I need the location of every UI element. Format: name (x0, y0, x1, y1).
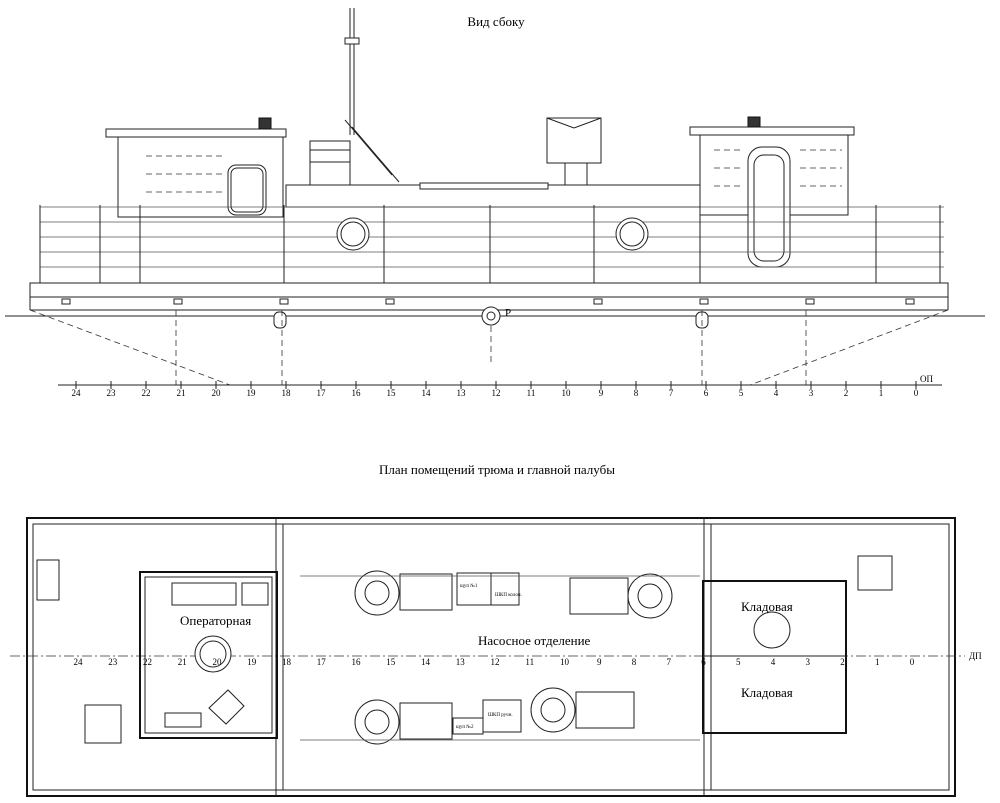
side-frame-label: 9 (599, 388, 604, 398)
plan-frame-label: 2 (840, 657, 845, 667)
plan-frame-label: 18 (282, 657, 292, 667)
baseline-scale: ОП (58, 374, 942, 386)
side-frame-label: 15 (387, 388, 397, 398)
label-valve-panel-1: ШКП колон. (495, 593, 522, 598)
baseline-label: ОП (920, 374, 933, 384)
side-frame-label: 23 (107, 388, 117, 398)
label-probe-1: щуп №1 (460, 583, 478, 589)
plan-frame-label: 5 (736, 657, 741, 667)
plan-hatches (36, 555, 893, 744)
storeroom-lower-label: Кладовая (741, 685, 793, 700)
plan-frame-label: 15 (386, 657, 396, 667)
side-frame-label: 19 (247, 388, 257, 398)
side-frame-label: 4 (774, 388, 779, 398)
pump-room-label: Насосное отделение (478, 633, 591, 648)
storerooms: Кладовая Кладовая (702, 580, 847, 734)
side-frame-label: 13 (457, 388, 467, 398)
side-frame-label: 6 (704, 388, 709, 398)
side-frame-label: 8 (634, 388, 639, 398)
plan-frame-label: 10 (560, 657, 570, 667)
label-probe-2: щуп №2 (456, 724, 474, 730)
plan-frame-label: 6 (701, 657, 706, 667)
side-frame-label: 22 (142, 388, 151, 398)
plan-frame-label: 23 (108, 657, 118, 667)
side-frame-label: 5 (739, 388, 744, 398)
plan-frame-label: 11 (525, 657, 534, 667)
plan-frame-label: 9 (597, 657, 602, 667)
fore-deckhouse (689, 116, 855, 268)
label-valve-panel-2: ШКП ручн. (488, 713, 513, 718)
pump-4 (530, 687, 635, 733)
plan-frame-label: 21 (178, 657, 187, 667)
side-frame-label: 14 (422, 388, 432, 398)
plan-frame-label: 12 (491, 657, 500, 667)
plan-frame-label: 4 (771, 657, 776, 667)
plan-frame-label: 24 (74, 657, 84, 667)
aft-deckhouse (105, 117, 287, 218)
plan-frame-label: 22 (143, 657, 152, 667)
side-view: Вид сбоку (5, 8, 985, 398)
side-frame-label: 24 (72, 388, 82, 398)
waterline-mark: Р (505, 307, 511, 319)
pump-2 (354, 699, 453, 745)
midship-casing (285, 117, 701, 208)
side-frame-label: 11 (527, 388, 536, 398)
plan-frame-label: 3 (806, 657, 811, 667)
side-frame-label: 16 (352, 388, 362, 398)
pump-3 (569, 573, 673, 619)
waterline: Р (5, 306, 985, 362)
plan-view: План помещений трюма и главной палубы ДП… (10, 462, 982, 797)
plan-frame-label: 1 (875, 657, 880, 667)
plan-view-title: План помещений трюма и главной палубы (379, 462, 615, 477)
operator-room: Операторная (139, 571, 278, 739)
centerline-label: ДП (969, 651, 982, 661)
side-frame-label: 0 (914, 388, 919, 398)
plan-frame-label: 20 (213, 657, 223, 667)
pump-1 (354, 570, 453, 616)
plan-frame-label: 0 (910, 657, 915, 667)
hull-bottom (29, 309, 949, 386)
operator-room-label: Операторная (180, 613, 251, 628)
side-view-title: Вид сбоку (467, 14, 525, 29)
side-frame-label: 12 (492, 388, 501, 398)
plan-frame-label: 13 (456, 657, 466, 667)
plan-frame-label: 16 (352, 657, 362, 667)
plan-frame-label: 14 (421, 657, 431, 667)
hull (29, 205, 949, 311)
plan-frame-label: 8 (632, 657, 637, 667)
side-frame-label: 2 (844, 388, 849, 398)
side-frame-label: 20 (212, 388, 222, 398)
plan-frame-label: 19 (247, 657, 257, 667)
pump-room: Насосное отделение щуп №1 ШКП колон. щуп… (300, 570, 700, 745)
side-frame-label: 1 (879, 388, 884, 398)
mast (344, 8, 400, 183)
side-frame-label: 21 (177, 388, 186, 398)
storeroom-upper-label: Кладовая (741, 599, 793, 614)
plan-frame-label: 17 (317, 657, 327, 667)
side-frame-label: 18 (282, 388, 292, 398)
side-frame-label: 17 (317, 388, 327, 398)
side-frame-label: 7 (669, 388, 674, 398)
plan-frame-label: 7 (667, 657, 672, 667)
side-frame-label: 10 (562, 388, 572, 398)
side-frame-label: 3 (809, 388, 814, 398)
